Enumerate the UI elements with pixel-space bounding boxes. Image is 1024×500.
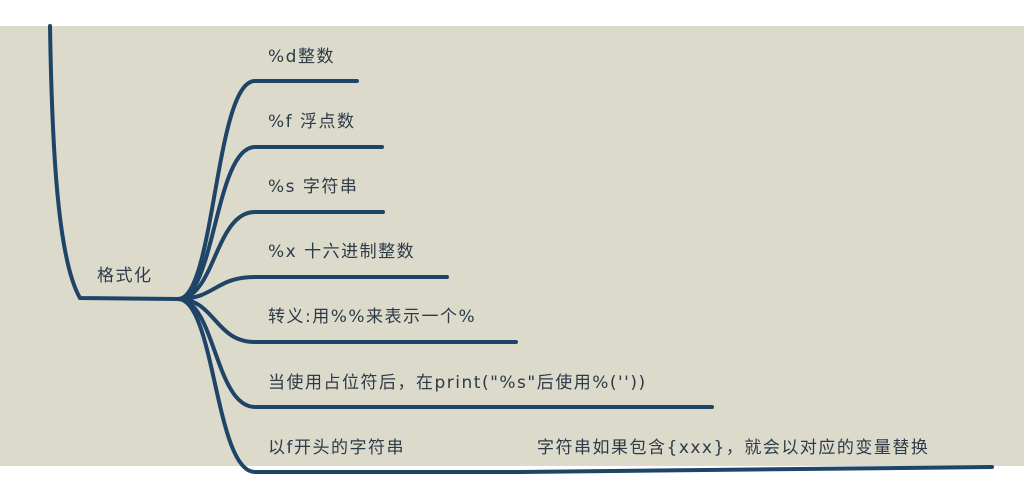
central-node-label: 格式化 <box>97 266 153 286</box>
branch-f-string: 以f开头的字符串 <box>268 438 405 458</box>
branch-placeholder-usage: 当使用占位符后，在print("%s"后使用%('')) <box>268 373 647 393</box>
branch-string-format: %s 字符串 <box>268 177 359 197</box>
branch-int-format: %d整数 <box>268 47 335 67</box>
mindmap-canvas <box>0 26 1024 466</box>
f-string-detail: 字符串如果包含{xxx}，就会以对应的变量替换 <box>537 438 930 458</box>
branch-escape-percent: 转义:用%%来表示一个% <box>268 307 477 327</box>
branch-float-format: %f 浮点数 <box>268 112 356 132</box>
branch-hex-format: %x 十六进制整数 <box>268 242 416 262</box>
